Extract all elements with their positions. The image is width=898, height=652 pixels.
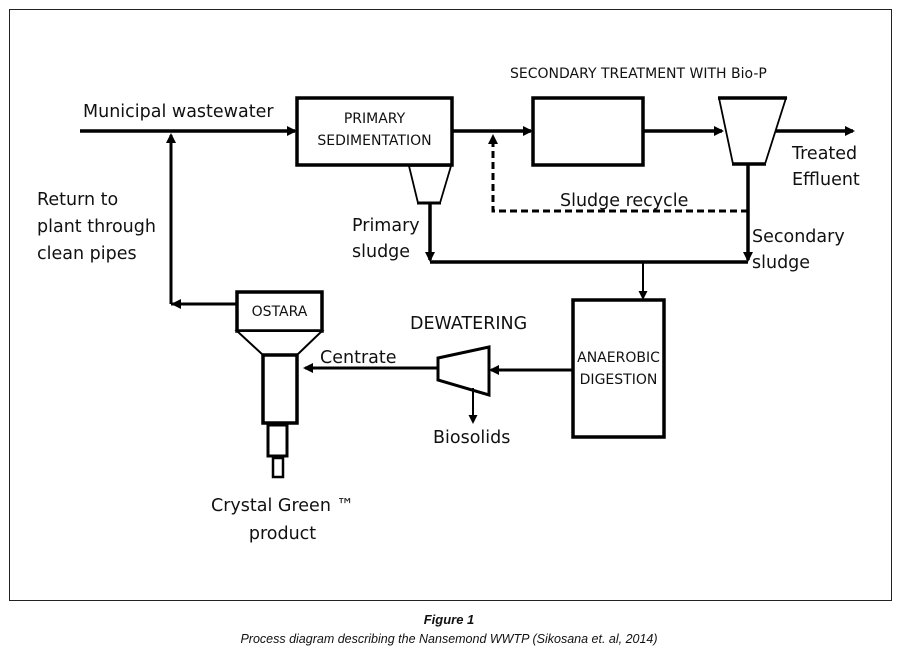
secondary-sludge-line-1: Secondary [752, 227, 845, 247]
dewatering-label: DEWATERING [410, 314, 528, 334]
return-to-plant-line-2: plant through [37, 217, 156, 237]
primary-sludge-line-2: sludge [352, 242, 411, 262]
return-to-plant-line-1: Return to [37, 190, 119, 210]
biosolids-label: Biosolids [433, 428, 511, 448]
primary-sludge-label: Primary sludge [352, 213, 420, 265]
return-to-plant-line-3: clean pipes [37, 244, 137, 264]
anaerobic-digestion-line-1: ANAEROBIC [577, 350, 660, 366]
dewatering-centrifuge [436, 345, 491, 398]
figure-caption: Process diagram describing the Nansemond… [240, 632, 658, 646]
centrate-label: Centrate [320, 348, 397, 368]
treated-effluent-line-2: Effluent [792, 170, 860, 190]
ostara-reactor-column [261, 353, 299, 425]
primary-sedimentation-line-1: PRIMARY [343, 111, 406, 127]
primary-sedimentation-box [295, 96, 454, 167]
figure-frame [9, 9, 892, 601]
ostara-product-outlet [271, 456, 285, 479]
anaerobic-digestion-line-2: DIGESTION [579, 372, 658, 388]
ostara-label: OSTARA [251, 304, 308, 320]
primary-hopper [407, 165, 453, 204]
sludge-recycle-label: Sludge recycle [560, 191, 689, 211]
anaerobic-digestion-box [571, 298, 666, 439]
anaerobic-digestion-label: ANAEROBIC DIGESTION [573, 347, 664, 391]
secondary-treatment-label: SECONDARY TREATMENT WITH Bio-P [510, 66, 767, 82]
ostara-funnel [234, 330, 325, 356]
secondary-sludge-label: Secondary sludge [752, 224, 845, 276]
secondary-treatment-box [531, 96, 645, 167]
secondary-clarifier [717, 97, 788, 165]
return-to-plant-label: Return to plant through clean pipes [37, 187, 156, 268]
treated-effluent-label: Treated Effluent [792, 141, 860, 193]
product-line-2: product [248, 524, 317, 544]
treated-effluent-line-1: Treated [792, 144, 858, 164]
ostara-lower-column [266, 423, 289, 458]
primary-sedimentation-line-2: SEDIMENTATION [317, 133, 432, 149]
product-line-1: Crystal Green ™ [211, 496, 354, 516]
figure-title: Figure 1 [423, 612, 475, 627]
crystal-green-product-label: Crystal Green ™ product [200, 492, 365, 548]
sludge-recycle-line [488, 134, 748, 213]
secondary-sludge-line-2: sludge [752, 253, 811, 273]
municipal-wastewater-label: Municipal wastewater [83, 102, 274, 122]
primary-sludge-line-1: Primary [352, 216, 420, 236]
primary-sedimentation-label: PRIMARY SEDIMENTATION [297, 108, 452, 152]
